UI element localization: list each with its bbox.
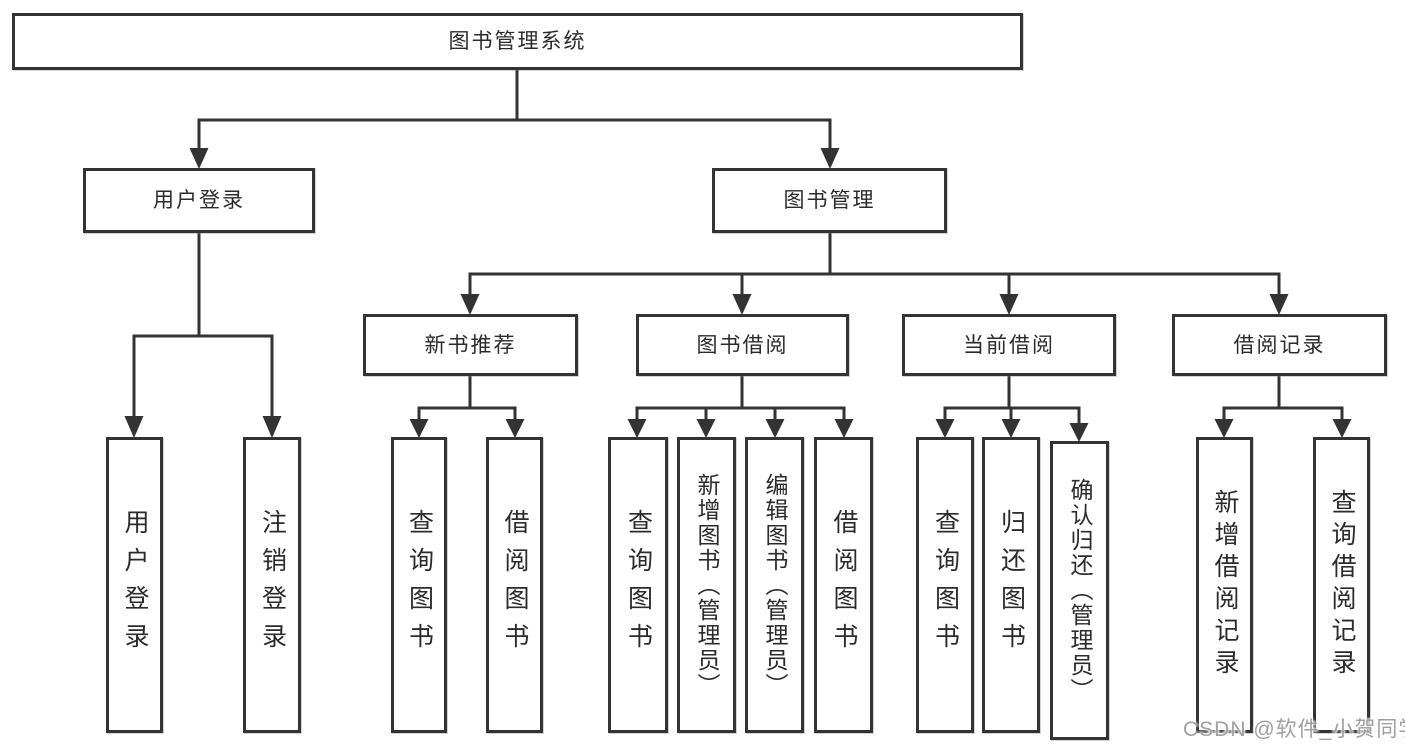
arrow-down-icon	[765, 419, 785, 438]
node-cb-confirm-return-admin: 确认归还（管理员）	[1050, 441, 1109, 740]
node-cb-return-books: 归还图书	[982, 437, 1040, 733]
node-label: 新书推荐	[424, 333, 517, 357]
node-label: 新增图书（管理员）	[694, 472, 720, 698]
arrow-down-icon	[999, 294, 1019, 315]
node-label: 注销登录	[258, 509, 287, 661]
node-label: 归还图书	[997, 509, 1026, 661]
node-label: 用户登录	[153, 189, 245, 212]
node-book-management: 图书管理	[712, 168, 947, 233]
node-label: 借阅图书	[830, 509, 858, 661]
arrow-down-icon	[820, 148, 840, 169]
arrow-down-icon	[124, 416, 144, 438]
node-system: 图书管理系统	[12, 13, 1023, 70]
node-label: 当前借阅	[963, 333, 1055, 357]
arrow-down-icon	[1332, 419, 1352, 438]
arrow-down-icon	[505, 419, 525, 438]
arrow-down-icon	[1214, 419, 1234, 438]
arrow-down-icon	[460, 294, 480, 315]
node-label: 借阅记录	[1233, 333, 1326, 357]
node-label: 新增借阅记录	[1211, 489, 1239, 681]
node-bb-add-books-admin: 新增图书（管理员）	[677, 437, 736, 733]
node-br-add-record: 新增借阅记录	[1196, 437, 1253, 733]
csdn-watermark: CSDN @软件_小贺同学	[1183, 718, 1405, 741]
node-label: 查询图书	[624, 509, 653, 661]
node-label: 图书借阅	[696, 333, 789, 357]
node-current-borrow: 当前借阅	[902, 314, 1116, 376]
node-label: 查询图书	[405, 509, 434, 661]
node-label: 查询借阅记录	[1328, 489, 1356, 681]
node-label: 图书管理	[783, 189, 876, 212]
arrow-down-icon	[627, 419, 647, 438]
node-br-query-record: 查询借阅记录	[1313, 437, 1370, 733]
node-logout: 注销登录	[243, 437, 301, 733]
arrow-down-icon	[189, 148, 209, 169]
node-login: 用户登录	[106, 437, 163, 733]
arrow-down-icon	[732, 294, 752, 315]
arrow-down-icon	[696, 419, 716, 438]
node-bb-query-books: 查询图书	[608, 437, 668, 733]
arrow-down-icon	[1069, 423, 1089, 442]
node-nb-query-books: 查询图书	[391, 437, 447, 733]
node-label: 编辑图书（管理员）	[762, 472, 788, 698]
arrow-down-icon	[834, 419, 854, 438]
node-new-book-recommendation: 新书推荐	[363, 314, 578, 376]
node-nb-borrow-books: 借阅图书	[486, 437, 543, 733]
node-label: 用户登录	[121, 509, 149, 661]
node-bb-edit-books-admin: 编辑图书（管理员）	[745, 437, 804, 733]
arrow-down-icon	[262, 416, 282, 438]
arrow-down-icon	[1001, 419, 1021, 438]
node-borrow-records: 借阅记录	[1172, 314, 1387, 376]
node-label: 图书管理系统	[448, 30, 587, 53]
node-label: 查询图书	[931, 509, 960, 661]
node-bb-borrow-books: 借阅图书	[814, 437, 873, 733]
arrow-down-icon	[935, 419, 955, 438]
node-book-borrow: 图书借阅	[636, 314, 849, 376]
node-user-login: 用户登录	[83, 168, 315, 233]
node-label: 确认归还（管理员）	[1067, 478, 1093, 703]
arrow-down-icon	[1269, 294, 1289, 315]
node-cb-query-books: 查询图书	[916, 437, 974, 733]
node-label: 借阅图书	[501, 509, 529, 661]
arrow-down-icon	[409, 419, 429, 438]
